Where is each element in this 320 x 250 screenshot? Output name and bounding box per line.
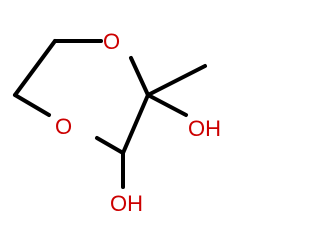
ring-oxygen-bottom-label: O — [55, 114, 72, 139]
bond-c5-c6 — [13, 39, 57, 97]
hydroxyl-right-label: OH — [188, 116, 221, 141]
molecule-diagram: O O OH OH — [13, 29, 221, 216]
ring-oxygen-top-label: O — [103, 29, 120, 54]
bond-c2-o1 — [95, 136, 125, 155]
structure-canvas: O O OH OH — [13, 29, 221, 216]
bond-c3-oh — [146, 93, 188, 117]
bond-c3-c2 — [121, 93, 150, 155]
hydroxyl-bottom-label: OH — [110, 191, 143, 216]
bond-c6-o1 — [13, 93, 51, 117]
bond-o4-c3 — [129, 56, 150, 97]
bond-c3-methyl — [146, 64, 207, 97]
